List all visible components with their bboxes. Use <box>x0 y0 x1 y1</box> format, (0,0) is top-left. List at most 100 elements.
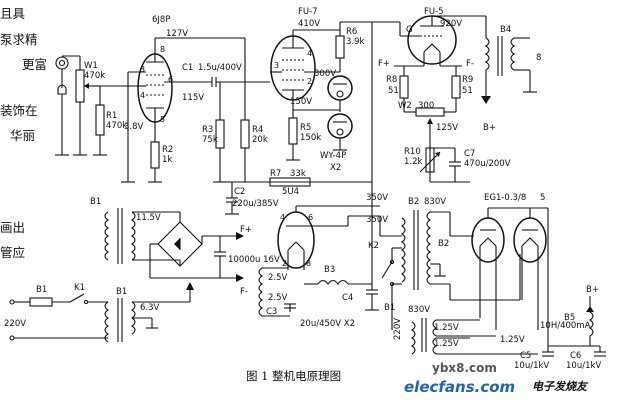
c4-ref: C4 <box>342 293 353 303</box>
b5-inductor <box>589 311 594 337</box>
tube-fu5: FU-5 920V G F+ F- R8 51 R9 51 W2 300 125… <box>372 7 511 183</box>
side-text: 且具 泵求精 更富 装饰在 华丽 画出 管应 <box>0 6 47 260</box>
tube-eg1-type: EG1-0.3/8 <box>484 193 526 203</box>
bias-voltage: 125V <box>436 123 458 133</box>
c1-ref: C1 <box>182 63 193 73</box>
grid-pin: G <box>406 25 413 35</box>
b4-ref: B4 <box>500 25 511 35</box>
svg-text:3: 3 <box>140 65 145 74</box>
filament-plus: F+ <box>378 59 390 69</box>
b5-val: 10H/400mA <box>540 321 591 331</box>
r8-ref: R8 <box>386 75 397 85</box>
tube-fu5-type: FU-5 <box>424 7 444 17</box>
svg-text:8: 8 <box>160 45 165 54</box>
b2-ref: B2 <box>408 197 419 207</box>
r5-val: 150k <box>300 133 321 143</box>
cathode-voltage: 150V <box>290 97 312 107</box>
vr-tube-1 <box>327 75 353 101</box>
w1-ref: W1 <box>84 61 98 71</box>
r9-ref: R9 <box>462 75 473 85</box>
r4-ref: R4 <box>252 125 263 135</box>
hand-cursor-icon <box>57 84 67 95</box>
r1-ref: R1 <box>106 111 117 121</box>
side-text-line: 华丽 <box>10 128 35 143</box>
r9-resistor <box>451 75 461 99</box>
k2-ref: K2 <box>368 241 379 251</box>
svg-text:4: 4 <box>140 91 145 100</box>
filament-voltage: 1.25V <box>434 339 459 349</box>
svg-text:2: 2 <box>282 259 287 268</box>
side-text-line: 泵求精 <box>0 32 38 47</box>
input-jack-icon <box>55 56 69 70</box>
c5-val: 10u/1kV <box>514 361 549 371</box>
b1-primary <box>104 211 109 261</box>
low-voltage-psu: B1 11.5V F+ F- 10000u 16V <box>90 197 280 297</box>
r7-ref: R7 <box>270 169 281 179</box>
vr-tube-type: WY-4P <box>320 151 346 161</box>
filament-windings: 1.25V 1.25V 1.25V <box>411 318 538 355</box>
r10-val: 1.2k <box>404 157 423 167</box>
k1-ref: K1 <box>74 283 85 293</box>
plate-voltage: 920V <box>440 19 462 29</box>
c3-ref: C3 <box>266 307 277 317</box>
side-text-line: 画出 <box>0 220 25 235</box>
r2-resistor <box>150 141 160 169</box>
heater-voltage: 2.5V <box>268 293 288 303</box>
vr-tube-2 <box>327 113 353 139</box>
side-text-line: 装饰在 <box>0 103 38 118</box>
tube-6j8p-type: 6J8P <box>152 15 170 25</box>
r5-ref: R5 <box>300 123 311 133</box>
tube-5u4-type: 5U4 <box>282 187 299 197</box>
side-text-line: 且具 <box>0 6 26 21</box>
tube-eg1-count: 5 <box>540 193 545 203</box>
c1-val: 1.5u/400V <box>198 63 242 73</box>
c5-ref: C5 <box>520 351 531 361</box>
b3-ref: B3 <box>324 265 335 275</box>
bplus-label: B+ <box>586 285 599 295</box>
svg-text:2: 2 <box>307 77 312 86</box>
eg1-tube-1 <box>471 217 505 263</box>
r4-resistor <box>240 119 250 149</box>
b1-ref: B1 <box>116 287 127 297</box>
hv-voltage: 830V <box>424 197 446 207</box>
tube-eg1: EG1-0.3/8 5 <box>471 193 549 346</box>
regulator-stack: R6 3.9k WY-4P X2 <box>320 21 373 182</box>
heater-winding <box>258 291 263 317</box>
r1-val: 470k <box>106 121 127 131</box>
svg-text:5: 5 <box>160 115 165 124</box>
input-stage: W1 470k R1 470k <box>55 55 140 156</box>
heater-voltage: 2.5V <box>268 273 288 283</box>
w2-ref: W2 <box>398 101 412 111</box>
r7-resistor <box>269 177 311 187</box>
tube-6j8p: 6J8P 8 3 4 5 6 3.8V 127V R2 1k <box>121 15 188 183</box>
watermark-tagline: 电子发烧友 <box>532 380 589 393</box>
tube-5u4: 5U4 4 6 2 8 350V 350V <box>277 187 388 270</box>
node-voltage: 115V <box>182 93 204 103</box>
tube-fu7-type: FU-7 <box>298 7 318 17</box>
speaker-terminal: 8 <box>536 53 541 63</box>
watermark-logo: elecfans.com <box>404 378 515 396</box>
c7-val: 470u/200V <box>464 159 511 169</box>
mains-input: B1 K1 220V B1 6.3V <box>4 282 194 343</box>
b5-ref: B5 <box>564 313 575 323</box>
r6-resistor <box>335 35 345 59</box>
side-text-line: 更富 <box>22 57 47 72</box>
svg-text:3: 3 <box>274 61 279 70</box>
eg1-tube-2 <box>513 217 547 263</box>
fuse-b1 <box>29 297 53 307</box>
w2-val: 300 <box>418 101 434 111</box>
r3-val: 75k <box>202 135 218 145</box>
vr-tube-count: X2 <box>330 163 341 173</box>
w1-potentiometer <box>75 69 85 103</box>
c6-ref: C6 <box>570 351 581 361</box>
r1-resistor <box>95 104 105 136</box>
c6-val: 10u/1kV <box>566 361 601 371</box>
psu-minus: F- <box>240 287 248 297</box>
filament-voltage: 1.25V <box>434 323 459 333</box>
b1-ref: B1 <box>90 197 101 207</box>
coupling-network: C1 1.5u/400V 115V R3 75k R4 20k <box>155 37 372 183</box>
b1-ref: B1 <box>384 303 395 313</box>
r6-val: 3.9k <box>346 37 365 47</box>
r10-ref: R10 <box>404 147 421 157</box>
